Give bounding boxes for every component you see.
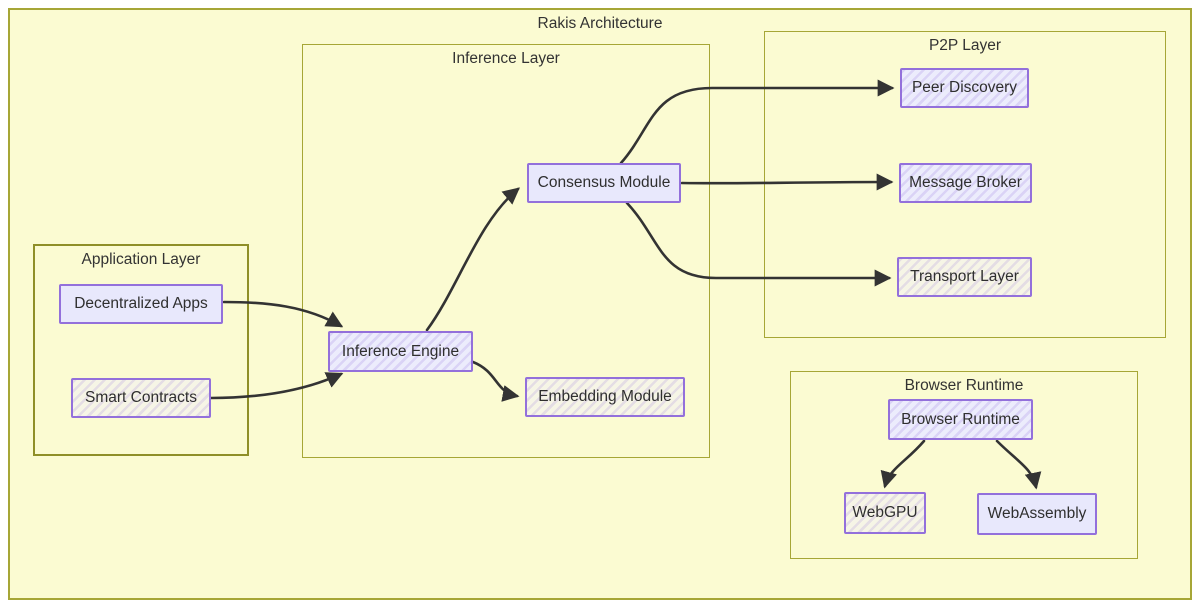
node-label-transport-layer: Transport Layer [910,268,1019,285]
node-label-webgpu: WebGPU [852,504,918,521]
node-embedding-module: Embedding Module [525,377,685,417]
node-label-webassembly: WebAssembly [987,505,1087,522]
node-browser-runtime: Browser Runtime [888,399,1033,440]
node-label-decentralized-apps: Decentralized Apps [74,295,208,312]
container-application-layer: Application Layer [33,244,249,456]
node-peer-discovery: Peer Discovery [900,68,1029,108]
node-decentralized-apps: Decentralized Apps [59,284,223,324]
node-inference-engine: Inference Engine [328,331,473,372]
node-label-peer-discovery: Peer Discovery [911,79,1018,96]
container-label-p2p-layer: P2P Layer [928,37,1002,54]
node-label-browser-runtime: Browser Runtime [901,410,1020,428]
container-label-inference-layer: Inference Layer [452,50,560,67]
node-label-smart-contracts: Smart Contracts [85,389,197,406]
node-smart-contracts: Smart Contracts [71,378,211,418]
node-transport-layer: Transport Layer [897,257,1032,297]
node-label-inference-engine: Inference Engine [341,342,460,360]
node-label-consensus-module: Consensus Module [537,174,671,191]
container-label-application-layer: Application Layer [81,251,201,268]
node-webassembly: WebAssembly [977,493,1097,535]
container-browser-runtime: Browser Runtime [790,371,1138,559]
node-label-message-broker: Message Broker [909,174,1022,191]
node-label-embedding-module: Embedding Module [538,388,672,405]
node-message-broker: Message Broker [899,163,1032,203]
node-webgpu: WebGPU [844,492,926,534]
node-consensus-module: Consensus Module [527,163,681,203]
diagram-title: Rakis Architecture [537,15,663,32]
container-label-browser-runtime: Browser Runtime [904,377,1024,394]
